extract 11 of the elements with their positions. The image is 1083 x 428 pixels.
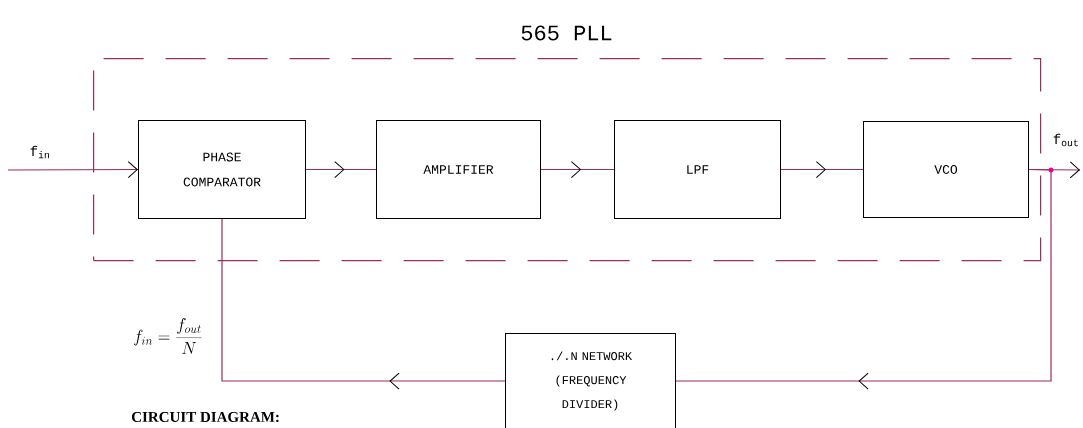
block-box: PHASE COMPARATOR — [138, 120, 306, 219]
block-box: ./.N NETWORK (FREQUENCY DIVIDER) — [505, 333, 676, 428]
block-box: AMPLIFIER — [376, 120, 541, 219]
title: 565 PLL — [521, 25, 612, 41]
formula-label: $f_{in}= \frac{f_{out}}{N}$ — [134, 318, 202, 354]
edge-label: f$_{in}$ — [30, 145, 49, 159]
arrow — [7, 161, 139, 179]
caption-text: CIRCUIT DIAGRAM: — [131, 411, 279, 423]
edge-label: f$_{out}$ — [1053, 133, 1078, 147]
block-box: LPF — [614, 120, 781, 219]
block-box: VCO — [863, 121, 1029, 218]
